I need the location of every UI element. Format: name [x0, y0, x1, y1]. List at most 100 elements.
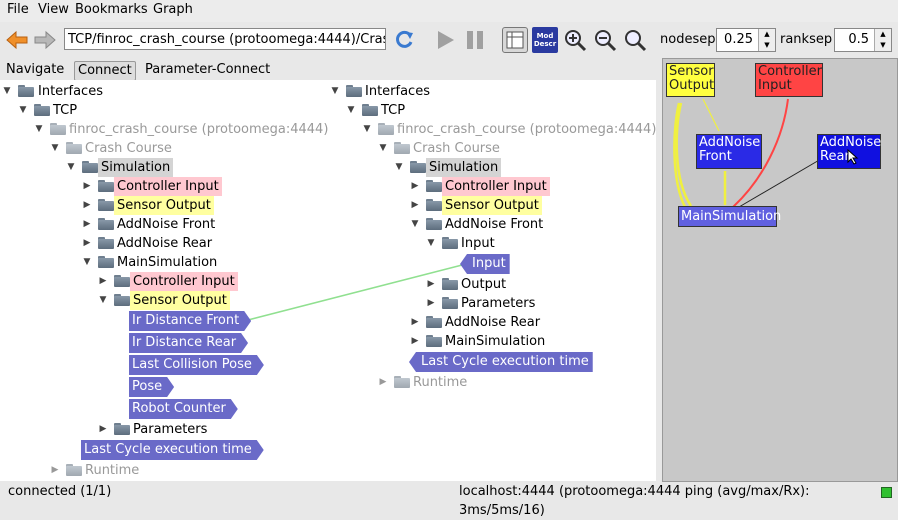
port-last-collision-pose[interactable]: Last Collision Pose [129, 355, 264, 375]
zoom-in-icon [565, 30, 587, 52]
expand-icon[interactable]: ▶ [83, 181, 91, 191]
collapse-icon[interactable]: ▼ [347, 105, 355, 115]
folder-icon [66, 142, 82, 154]
port-ir-distance-front[interactable]: Ir Distance Front [129, 311, 251, 331]
collapse-icon[interactable]: ▼ [363, 124, 371, 134]
zoom-fit-button[interactable] [622, 27, 648, 53]
collapse-icon[interactable]: ▼ [3, 86, 11, 96]
mod-label: Mod [536, 32, 554, 40]
expand-icon[interactable]: ▶ [427, 279, 435, 289]
collapse-icon[interactable]: ▼ [35, 124, 43, 134]
collapse-icon[interactable]: ▼ [83, 257, 91, 267]
menu-view[interactable]: View [38, 2, 69, 17]
graph-node-controller-input[interactable]: Controller Input [755, 63, 823, 97]
graph-node-sensor-output[interactable]: Sensor Output [666, 63, 715, 97]
expand-icon[interactable]: ▶ [379, 377, 387, 387]
port-input[interactable]: Input [460, 254, 510, 274]
tab-navigate[interactable]: Navigate [6, 62, 65, 77]
expand-icon[interactable]: ▶ [83, 238, 91, 248]
nodesep-value: 0.25 [724, 32, 753, 47]
node-label: Parameters [461, 296, 536, 311]
port-robot-counter[interactable]: Robot Counter [129, 399, 238, 419]
collapse-icon[interactable]: ▼ [51, 143, 59, 153]
folder-icon [98, 199, 114, 211]
expand-icon[interactable]: ▶ [427, 298, 435, 308]
tab-parameter-connect[interactable]: Parameter-Connect [145, 62, 271, 77]
folder-icon [34, 104, 50, 116]
folder-icon [114, 423, 130, 435]
collapse-icon[interactable]: ▼ [379, 143, 387, 153]
menu-file[interactable]: File [7, 2, 29, 17]
folder-icon [426, 335, 442, 347]
folder-icon [426, 218, 442, 230]
expand-icon[interactable]: ▶ [411, 181, 419, 191]
zoom-in-button[interactable] [562, 27, 588, 53]
collapse-icon[interactable]: ▼ [331, 86, 339, 96]
node-label: AddNoise Rear [445, 315, 541, 330]
collapse-icon[interactable]: ▼ [19, 105, 27, 115]
menu-bookmarks[interactable]: Bookmarks [75, 2, 148, 17]
port-ir-distance-rear[interactable]: Ir Distance Rear [129, 333, 248, 353]
play-button[interactable] [432, 27, 458, 53]
collapse-icon[interactable]: ▼ [411, 219, 419, 229]
node-label: MainSimulation [445, 334, 546, 349]
expand-icon[interactable]: ▶ [99, 424, 107, 434]
folder-icon [362, 104, 378, 116]
status-bar: connected (1/1) localhost:4444 (protoome… [0, 482, 898, 518]
menu-graph[interactable]: Graph [153, 2, 193, 17]
folder-icon [114, 275, 130, 287]
collapse-icon[interactable]: ▼ [427, 238, 435, 248]
node-label: Front [699, 149, 732, 164]
expand-icon[interactable]: ▶ [51, 465, 59, 475]
port-last-cycle-execution-time[interactable]: Last Cycle execution time [81, 440, 264, 460]
spinner-arrows-icon[interactable]: ▲▼ [758, 29, 775, 51]
back-button[interactable] [4, 27, 30, 53]
tab-connect[interactable]: Connect [74, 61, 136, 81]
expand-icon[interactable]: ▶ [99, 276, 107, 286]
node-label: Simulation [426, 158, 502, 177]
forward-button[interactable] [32, 27, 58, 53]
expand-icon[interactable]: ▶ [411, 336, 419, 346]
node-label: Rear [820, 149, 850, 164]
node-label: TCP [381, 103, 406, 118]
refresh-button[interactable] [391, 27, 417, 53]
address-input[interactable]: TCP/finroc_crash_course (protoomega:4444… [64, 28, 386, 50]
nodesep-spinner[interactable]: 0.25 ▲▼ [716, 28, 776, 52]
graph-node-mainsimulation[interactable]: MainSimulation [678, 206, 781, 227]
grid-view-toggle[interactable] [502, 27, 528, 53]
ranksep-spinner[interactable]: 0.5 ▲▼ [834, 28, 892, 52]
node-label: finroc_crash_course (protoomega:4444) [69, 122, 329, 137]
ranksep-value: 0.5 [848, 32, 869, 47]
menu-bar: File View Bookmarks Graph [0, 0, 898, 22]
port-pose[interactable]: Pose [129, 377, 174, 397]
ranksep-label: ranksep [780, 32, 833, 47]
folder-icon [66, 464, 82, 476]
graph-node-addnoise-front[interactable]: AddNoise Front [696, 134, 762, 169]
collapse-icon[interactable]: ▼ [395, 162, 403, 172]
expand-icon[interactable]: ▶ [411, 317, 419, 327]
splitter-handle[interactable] [656, 58, 662, 482]
spinner-arrows-icon[interactable]: ▲▼ [874, 29, 891, 51]
node-label: Input [461, 236, 495, 251]
mod-descr-toggle[interactable]: Mod Descr [532, 27, 558, 53]
arrow-right-icon [34, 30, 56, 50]
node-label: Output [461, 277, 507, 292]
zoom-out-button[interactable] [592, 27, 618, 53]
node-label: Interfaces [38, 84, 103, 99]
zoom-fit-icon [625, 30, 647, 52]
graph-view[interactable]: Sensor Output Controller Input AddNoise … [662, 58, 898, 482]
arrow-left-icon [6, 30, 28, 50]
pause-button[interactable] [462, 27, 488, 53]
folder-icon [114, 294, 130, 306]
expand-icon[interactable]: ▶ [411, 200, 419, 210]
node-label: Controller [758, 64, 822, 79]
folder-icon [98, 218, 114, 230]
collapse-icon[interactable]: ▼ [67, 162, 75, 172]
folder-icon [442, 278, 458, 290]
expand-icon[interactable]: ▶ [83, 200, 91, 210]
expand-icon[interactable]: ▶ [83, 219, 91, 229]
collapse-icon[interactable]: ▼ [99, 295, 107, 305]
node-label: AddNoise [699, 135, 761, 150]
node-label: Simulation [98, 158, 174, 177]
port-last-cycle-execution-time[interactable]: Last Cycle execution time [409, 352, 593, 372]
